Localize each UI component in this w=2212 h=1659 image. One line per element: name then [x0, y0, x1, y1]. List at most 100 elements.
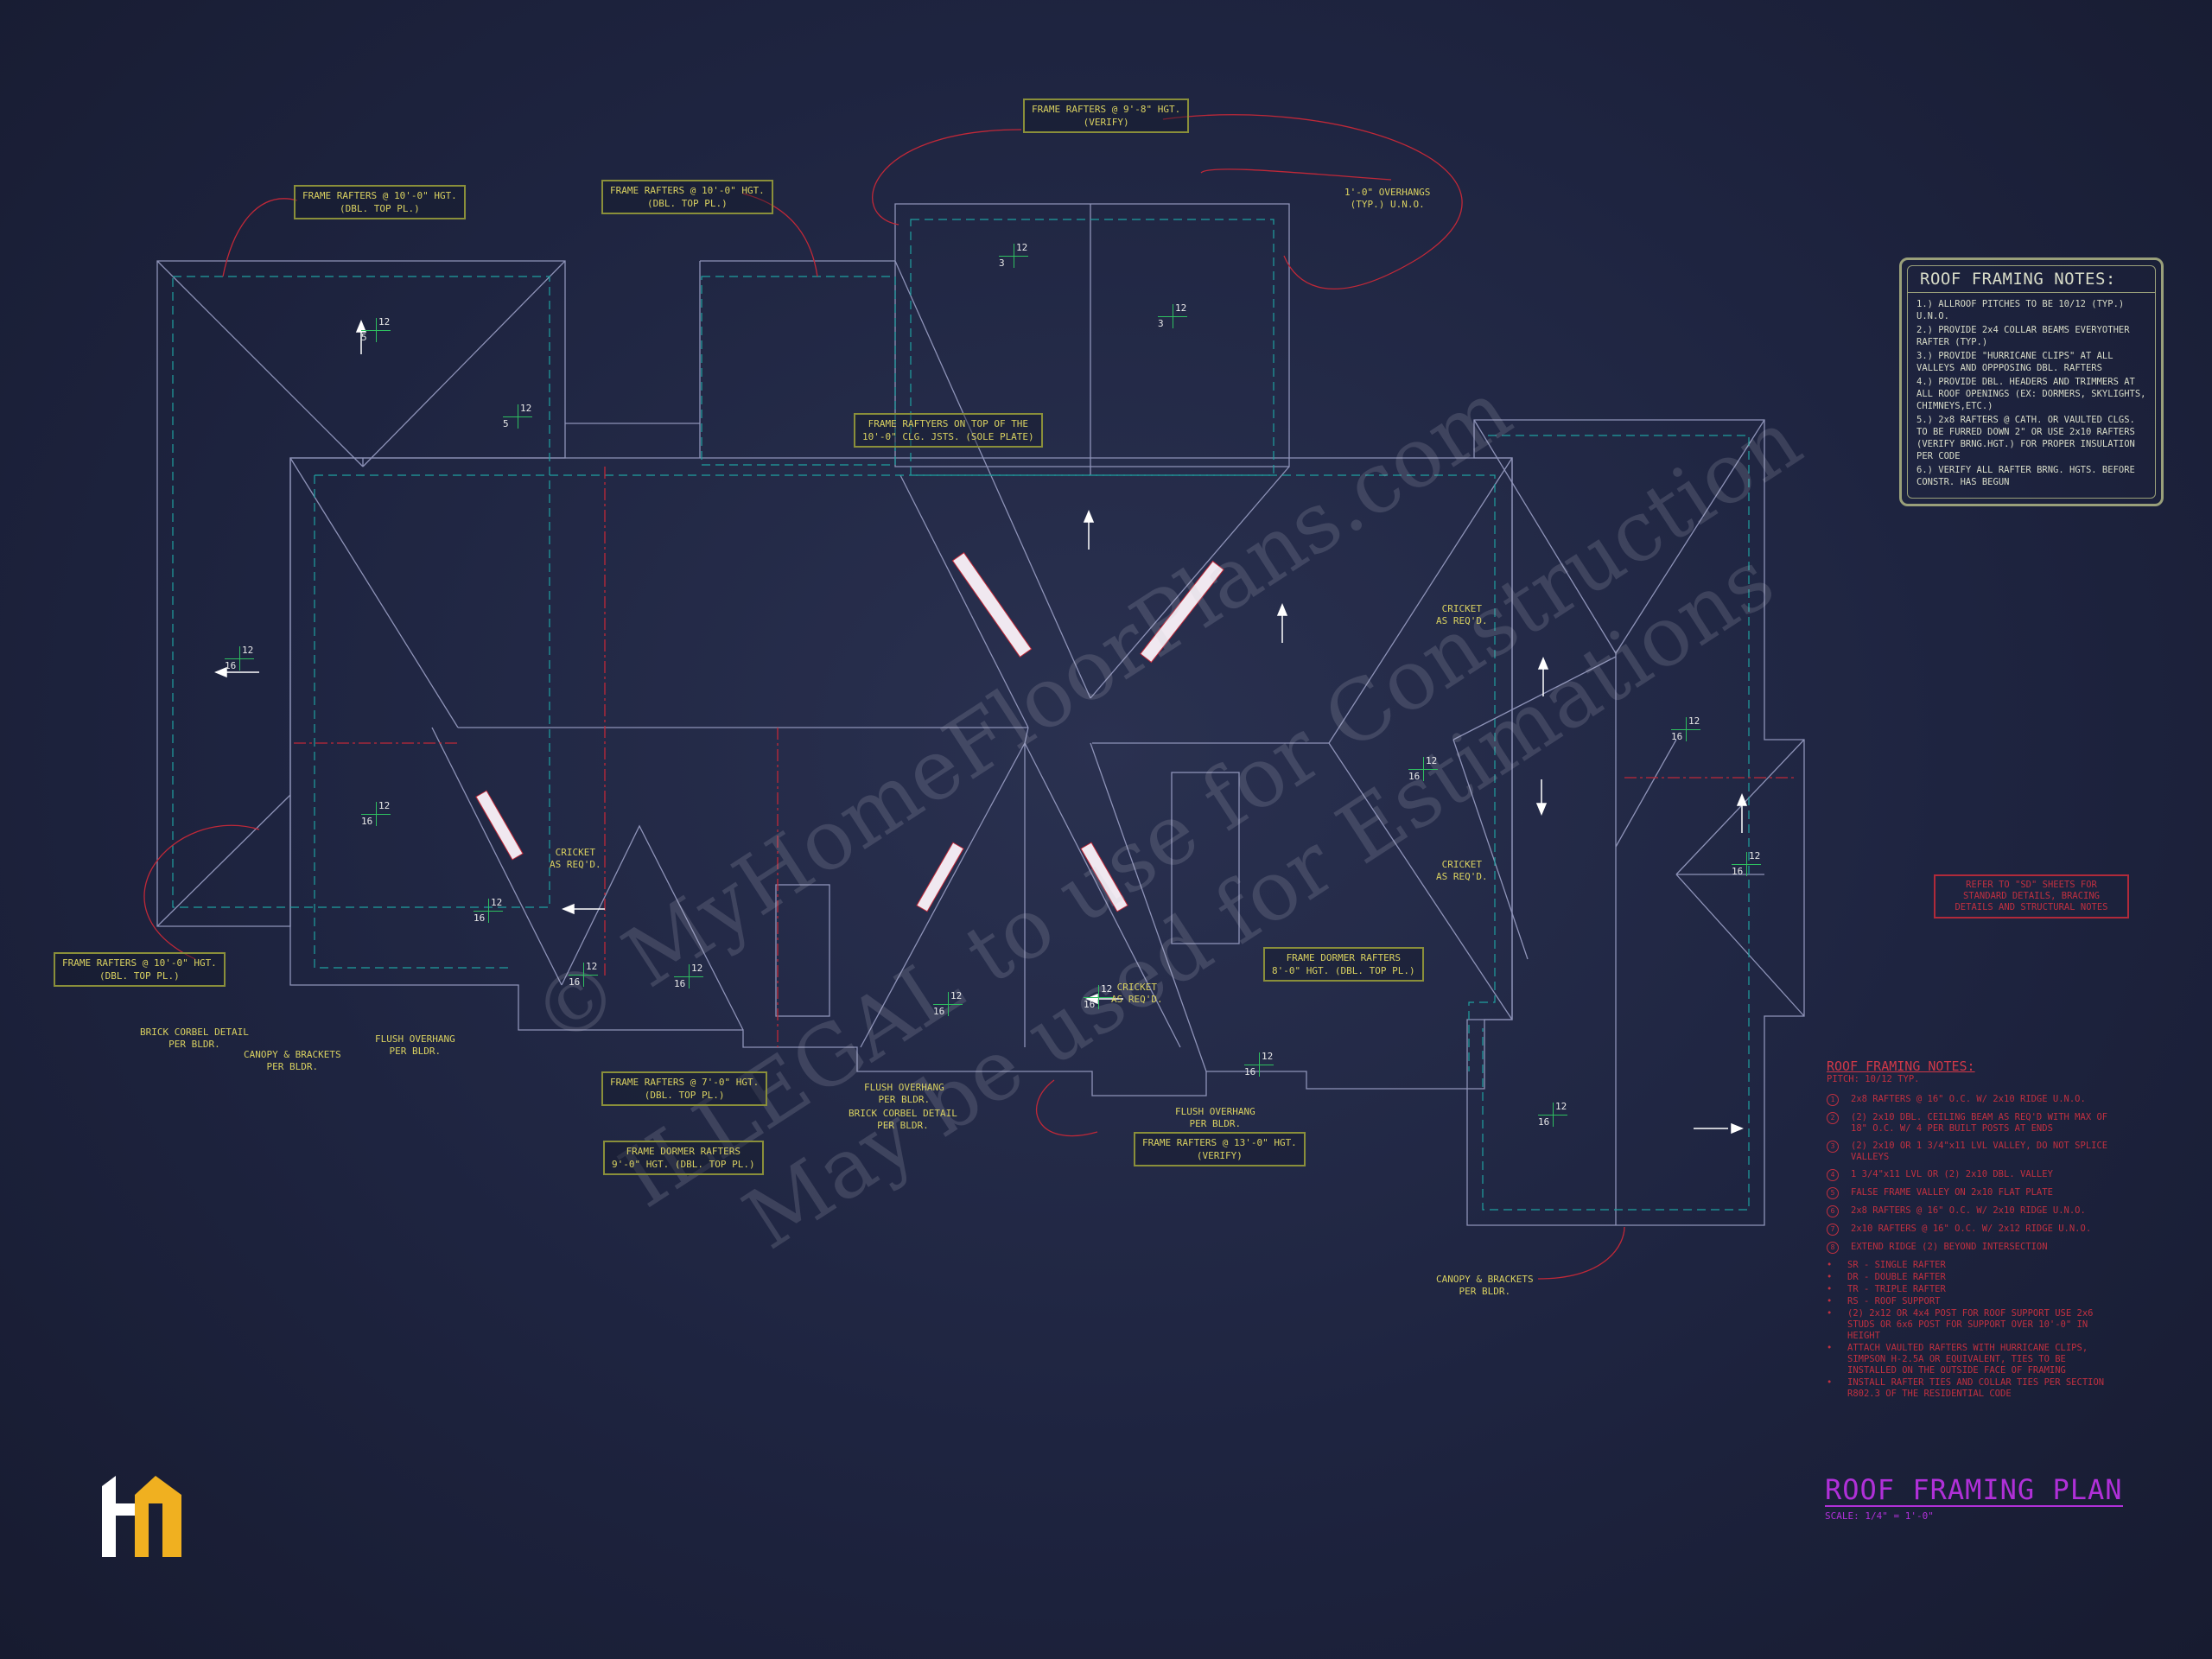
pitch-symbol: 12 16 — [1408, 755, 1440, 783]
pitch-rise: 12 — [950, 990, 963, 1001]
pitch-rise: 12 — [378, 316, 391, 327]
pitch-rise: 12 — [1555, 1101, 1567, 1112]
pitch-run: 16 — [569, 976, 581, 988]
notes-list: 1.) ALLROOF PITCHES TO BE 10/12 (TYP.) U… — [1908, 293, 2155, 495]
legend-text: 2x8 RAFTERS @ 16" O.C. W/ 2x10 RIDGE U.N… — [1851, 1205, 2086, 1216]
pitch-rise: 12 — [1749, 850, 1761, 861]
leader-line — [222, 198, 298, 277]
valley-line — [1452, 739, 1529, 960]
pitch-run: 5 — [361, 332, 367, 343]
wall-dash — [314, 475, 510, 969]
hip-line — [1328, 742, 1513, 1020]
callout-rafters-9-8: FRAME RAFTERS @ 9'-8" HGT.(VERIFY) — [1023, 99, 1190, 133]
leader-line — [1162, 114, 1463, 289]
legend-bullet: •ATTACH VAULTED RAFTERS WITH HURRICANE C… — [1827, 1343, 2088, 1376]
legend-bullet: •RS - ROOF SUPPORT — [1827, 1296, 1941, 1306]
valley-line — [1615, 739, 1677, 848]
pitch-run: 3 — [1158, 318, 1164, 329]
plan-scale: SCALE: 1/4" = 1'-0" — [1825, 1510, 1934, 1522]
legend-number: 6 — [1827, 1205, 1839, 1217]
pitch-rise: 12 — [520, 403, 532, 414]
note-item: 2.) PROVIDE 2x4 COLLAR BEAMS EVERYOTHER … — [1916, 325, 2130, 347]
pitch-run: 16 — [225, 660, 237, 671]
pitch-rise: 12 — [1016, 242, 1028, 253]
legend-text: FALSE FRAME VALLEY ON 2x10 FLAT PLATE — [1851, 1187, 2053, 1198]
pitch-run: 3 — [999, 257, 1005, 269]
gable-line — [561, 824, 744, 1031]
dormer-box — [1171, 772, 1240, 944]
wall-dash — [172, 276, 550, 908]
wall-dash — [910, 219, 1274, 476]
pitch-run: 16 — [1732, 866, 1744, 877]
legend-row: 8 EXTEND RIDGE (2) BEYOND INTERSECTION — [1827, 1242, 2120, 1254]
pitch-run: 16 — [1671, 731, 1683, 742]
callout-rafters-7-0: FRAME RAFTERS @ 7'-0" HGT.(DBL. TOP PL.) — [601, 1071, 768, 1106]
pitch-symbol: 12 3 — [1158, 302, 1189, 330]
leader-line — [143, 824, 260, 960]
pitch-rise: 12 — [1101, 983, 1113, 995]
pitch-rise: 12 — [1426, 755, 1438, 766]
legend-number: 1 — [1827, 1094, 1839, 1106]
leader-line — [1035, 1079, 1098, 1137]
pitch-rise: 12 — [1175, 302, 1187, 314]
pitch-rise: 12 — [691, 963, 703, 974]
pitch-run: 16 — [361, 816, 373, 827]
pitch-run: 16 — [933, 1006, 945, 1017]
callout-rafters-10-0: FRAME RAFTERS @ 10'-0" HGT.(DBL. TOP PL.… — [294, 185, 466, 219]
hip-line — [1328, 457, 1513, 744]
pitch-symbol: 12 16 — [1732, 850, 1763, 878]
legend-text: 1 3/4"x11 LVL OR (2) 2x10 DBL. VALLEY — [1851, 1169, 2053, 1179]
legend-bullet: •TR - TRIPLE RAFTER — [1827, 1284, 1946, 1294]
pitch-run: 16 — [474, 912, 486, 924]
house-logo-icon — [102, 1476, 181, 1557]
legend-text: 2x10 RAFTERS @ 16" O.C. W/ 2x12 RIDGE U.… — [1851, 1224, 2092, 1234]
valley-line — [899, 474, 1029, 728]
right-wing-outline — [1466, 419, 1805, 1226]
pitch-run: 16 — [1538, 1116, 1550, 1128]
hip-line — [1615, 419, 1765, 654]
pitch-rise: 12 — [1262, 1051, 1274, 1062]
note-item: 4.) PROVIDE DBL. HEADERS AND TRIMMERS AT… — [1916, 377, 2146, 411]
ridge-line — [1024, 727, 1029, 744]
wall-dash — [1482, 435, 1750, 1211]
legend-bullet: •SR - SINGLE RAFTER — [1827, 1260, 1946, 1270]
dormer-box — [775, 884, 830, 1017]
wall-dash — [315, 474, 1496, 1071]
legend-number: 7 — [1827, 1224, 1839, 1236]
hip-line — [431, 727, 563, 986]
hip-line — [362, 260, 566, 467]
legend-text: (2) 2x10 OR 1 3/4"x11 LVL VALLEY, DO NOT… — [1851, 1141, 2108, 1162]
legend-row: 6 2x8 RAFTERS @ 16" O.C. W/ 2x10 RIDGE U.… — [1827, 1205, 2120, 1217]
callout-rafters-10-0: FRAME RAFTERS @ 10'-0" HGT.(DBL. TOP PL.… — [601, 180, 773, 214]
callout-rafters-10-0: FRAME RAFTERS @ 10'-0" HGT.(DBL. TOP PL.… — [54, 952, 226, 987]
legend-number: 5 — [1827, 1187, 1839, 1199]
legend-text: EXTEND RIDGE (2) BEYOND INTERSECTION — [1851, 1242, 2048, 1252]
hip-line — [1090, 466, 1290, 699]
leader-line — [1200, 168, 1392, 181]
legend-number: 2 — [1827, 1112, 1839, 1124]
pitch-symbol: 12 5 — [361, 316, 392, 344]
legend-number: 3 — [1827, 1141, 1839, 1153]
legend-title: ROOF FRAMING NOTES: — [1827, 1058, 1975, 1074]
legend-number: 8 — [1827, 1242, 1839, 1254]
legend-bullet: •(2) 2x12 OR 4x4 POST FOR ROOF SUPPORT U… — [1827, 1308, 2094, 1341]
note-item: 1.) ALLROOF PITCHES TO BE 10/12 (TYP.) U… — [1916, 299, 2125, 321]
overhang-label: 1'-0" OVERHANGS(TYP.) U.N.O. — [1344, 187, 1431, 210]
roof-framing-notes-panel: ROOF FRAMING NOTES: 1.) ALLROOF PITCHES … — [1899, 257, 2164, 506]
legend-bullet: •DR - DOUBLE RAFTER — [1827, 1272, 1946, 1282]
hip-line — [289, 457, 459, 728]
pitch-run: 16 — [1244, 1066, 1256, 1077]
pitch-run: 16 — [1408, 771, 1421, 782]
hip-line — [156, 794, 291, 927]
